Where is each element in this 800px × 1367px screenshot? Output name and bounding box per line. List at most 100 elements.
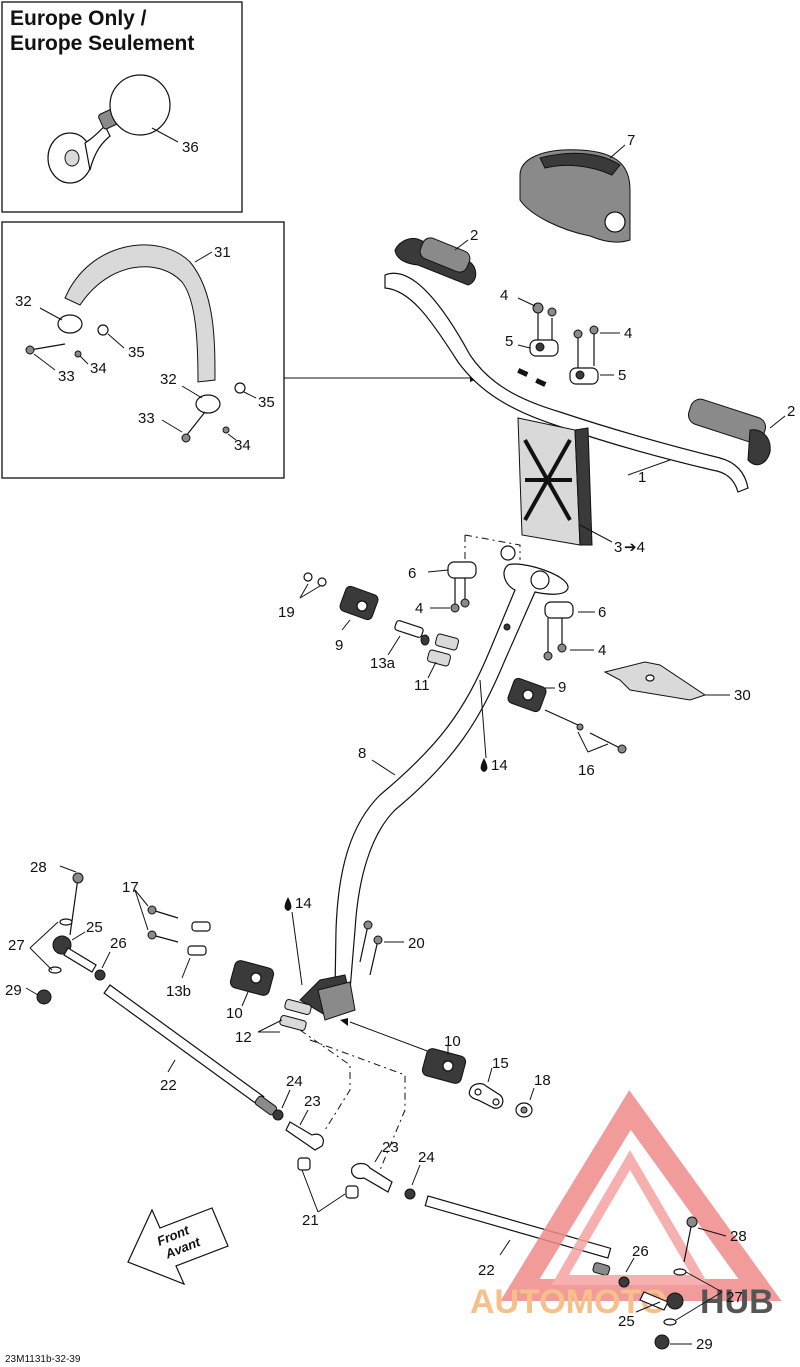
alignment-line-lower [299, 1029, 406, 1171]
upper-bushings [426, 633, 460, 667]
watermark-text-automoto: AUTOMOTO [470, 1283, 667, 1321]
inset-europe-title: Europe Only / [10, 7, 147, 30]
callout-35a: 35 [128, 344, 145, 361]
inset-pad-frame [1, 221, 285, 479]
grip-left [394, 237, 477, 286]
lower-bushings [279, 998, 312, 1032]
upper-bearing-housing-left [303, 572, 379, 621]
callout-34b: 34 [234, 437, 251, 454]
callout-3: 3 [614, 539, 622, 556]
lower-sleeves-17 [147, 905, 211, 956]
upper-sleeve [394, 620, 430, 646]
handlebar [384, 272, 749, 493]
callout-20: 20 [408, 935, 425, 952]
callout-25a: 25 [86, 919, 103, 936]
callout-23b: 23 [382, 1139, 399, 1156]
callout-17: 17 [122, 879, 139, 896]
callout-4b: 4 [624, 325, 632, 342]
callout-5a: 5 [505, 333, 513, 350]
riser-block [517, 417, 593, 546]
front-direction-arrow: Front Avant [127, 1207, 229, 1286]
inset-europe-horn: Europe Only / Europe Seulement 36 [1, 1, 243, 213]
callout-10a: 10 [226, 1005, 243, 1022]
tie-rod-end-left [272, 1109, 324, 1171]
callout-13a: 13a [370, 655, 396, 672]
tie-rod-right [424, 1195, 612, 1276]
callout-4a: 4 [500, 287, 508, 304]
watermark-logo [500, 1090, 782, 1301]
callout-6b: 6 [598, 604, 606, 621]
callout-4d: 4 [598, 642, 606, 659]
callout-8: 8 [358, 745, 366, 762]
handlebar-marking [517, 368, 547, 387]
callout-15: 15 [492, 1055, 509, 1072]
support-plate [603, 661, 707, 701]
callout-32a: 32 [15, 293, 32, 310]
callout-36: 36 [182, 139, 199, 156]
alignment-line-upper [464, 534, 521, 560]
callout-21: 21 [302, 1212, 319, 1229]
callout-29a: 29 [5, 982, 22, 999]
callout-6a: 6 [408, 565, 416, 582]
lower-clamp-right [543, 601, 574, 661]
callout-13b: 13b [166, 983, 191, 1000]
grease-symbol-lower [284, 897, 303, 986]
handlebar-cover [519, 149, 631, 243]
callout-9a: 9 [335, 637, 343, 654]
callout-29b: 29 [696, 1336, 713, 1353]
callout-22a: 22 [160, 1077, 177, 1094]
callout-28a: 28 [30, 859, 47, 876]
callout-16: 16 [578, 762, 595, 779]
callout-11: 11 [414, 677, 430, 694]
callout-3-arrow: ➔4 [624, 539, 645, 556]
inset-europe-frame [1, 1, 243, 213]
callout-1: 1 [638, 469, 646, 486]
watermark-text-hub: HUB [700, 1283, 774, 1321]
clamp-lower [181, 382, 246, 443]
grease-symbol-upper [479, 679, 488, 772]
callout-23a: 23 [304, 1093, 321, 1110]
callout-31: 31 [214, 244, 231, 261]
ball-joint-right [618, 1216, 698, 1350]
callout-26a: 26 [110, 935, 127, 952]
callout-18: 18 [534, 1072, 551, 1089]
callout-19: 19 [278, 604, 295, 621]
upper-bearing-housing-right [507, 677, 547, 713]
callout-30: 30 [734, 687, 751, 704]
callout-14b: 14 [295, 895, 312, 912]
lower-link-15 [468, 1083, 504, 1109]
callout-33b: 33 [138, 410, 155, 427]
lower-bearing-housing-left [229, 960, 275, 996]
callout-12: 12 [235, 1029, 252, 1046]
callout-26b: 26 [632, 1243, 649, 1260]
callout-33a: 33 [58, 368, 75, 385]
grip-right [687, 398, 771, 466]
callout-27a: 27 [8, 937, 25, 954]
upper-clamp-left [529, 302, 559, 357]
callout-35b: 35 [258, 394, 275, 411]
lower-bolts-20 [359, 920, 383, 976]
upper-bolts-16 [544, 709, 627, 754]
tie-rod-end-right [345, 1162, 416, 1200]
ball-joint-left [36, 872, 106, 1005]
callout-22b: 22 [478, 1262, 495, 1279]
callout-34a: 34 [90, 360, 107, 377]
upper-clamp-right [569, 325, 599, 385]
callout-2a: 2 [470, 227, 478, 244]
callout-28b: 28 [730, 1228, 747, 1245]
callout-7: 7 [627, 132, 635, 149]
callout-9b: 9 [558, 679, 566, 696]
inset-pad-clamps: 31 32 35 34 33 32 35 33 34 [1, 221, 480, 479]
horn-part [47, 74, 171, 184]
drawing-reference: 23M1131b-32-39 [5, 1354, 81, 1365]
callout-5b: 5 [618, 367, 626, 384]
callout-14a: 14 [491, 757, 508, 774]
handlebar-pad [64, 244, 216, 383]
callout-4c: 4 [415, 600, 423, 617]
callout-10b: 10 [444, 1033, 461, 1050]
steering-column [299, 545, 569, 1021]
inset-europe-subtitle: Europe Seulement [10, 32, 194, 55]
callout-25b: 25 [618, 1313, 635, 1330]
lower-nut-18 [515, 1102, 533, 1118]
callout-24a: 24 [286, 1073, 303, 1090]
